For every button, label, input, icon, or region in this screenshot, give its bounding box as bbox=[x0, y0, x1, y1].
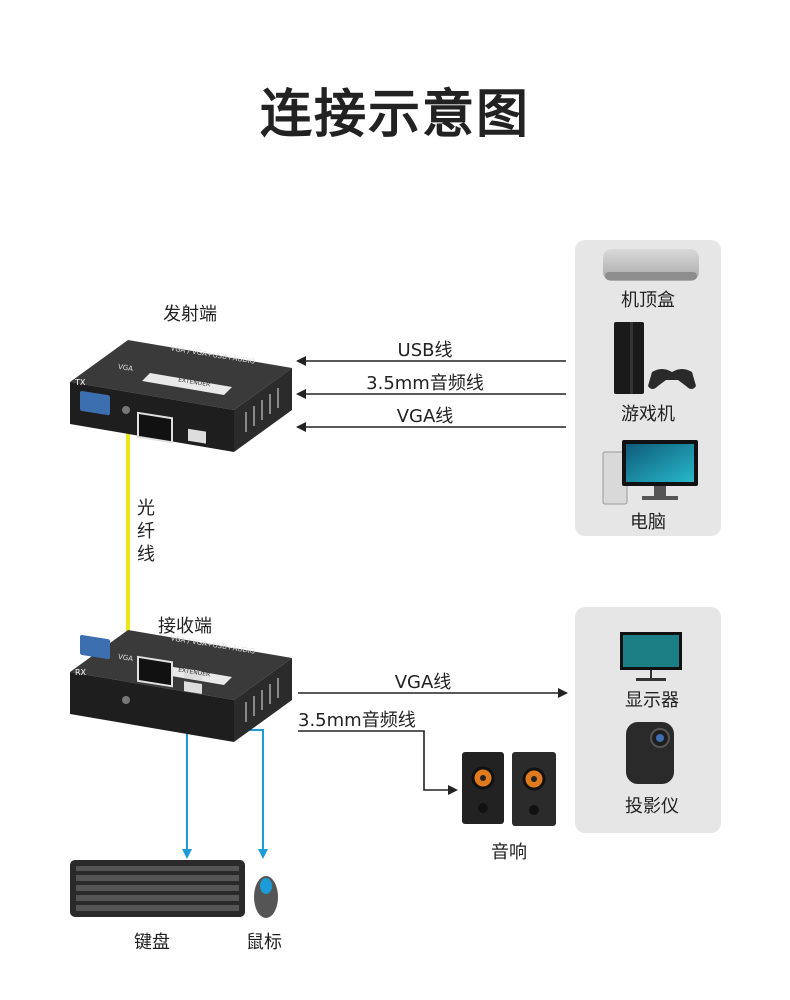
transmitter-label: 发射端 bbox=[163, 304, 217, 325]
vga-output-label: VGA线 bbox=[394, 672, 452, 693]
receiver-device bbox=[70, 630, 292, 742]
receiver-label: 接收端 bbox=[158, 616, 212, 637]
transmitter-badge: TX bbox=[75, 378, 86, 387]
page-title: 连接示意图 bbox=[259, 85, 530, 145]
projector-icon bbox=[626, 722, 674, 784]
set-top-box-label: 机顶盒 bbox=[621, 290, 675, 311]
transmitter-device bbox=[70, 340, 292, 452]
usb-mouse-line bbox=[200, 729, 268, 859]
speakers-icon bbox=[462, 752, 556, 826]
computer-label: 电脑 bbox=[630, 512, 666, 533]
audio-output-label: 3.5mm音频线 bbox=[298, 710, 416, 731]
mouse-label: 鼠标 bbox=[246, 932, 282, 953]
receiver-badge: RX bbox=[75, 668, 87, 677]
speakers-label: 音响 bbox=[491, 842, 527, 863]
set-top-box-icon bbox=[603, 249, 699, 281]
monitor-icon bbox=[620, 632, 682, 681]
source-devices-panel bbox=[575, 240, 721, 536]
audio-cable-label: 3.5mm音频线 bbox=[366, 373, 484, 394]
vga-cable-label: VGA线 bbox=[396, 406, 454, 427]
usb-cable-label: USB线 bbox=[397, 340, 453, 361]
keyboard-label: 键盘 bbox=[134, 932, 170, 953]
monitor-label: 显示器 bbox=[625, 690, 679, 711]
projector-label: 投影仪 bbox=[625, 796, 679, 817]
fiber-label: 光 纤 线 bbox=[137, 498, 155, 565]
computer-icon bbox=[602, 440, 698, 505]
game-console-label: 游戏机 bbox=[621, 404, 675, 425]
mouse-icon bbox=[254, 876, 278, 918]
audio-output-arrow bbox=[298, 730, 458, 795]
keyboard-icon bbox=[70, 860, 245, 917]
game-console-icon bbox=[614, 322, 696, 394]
